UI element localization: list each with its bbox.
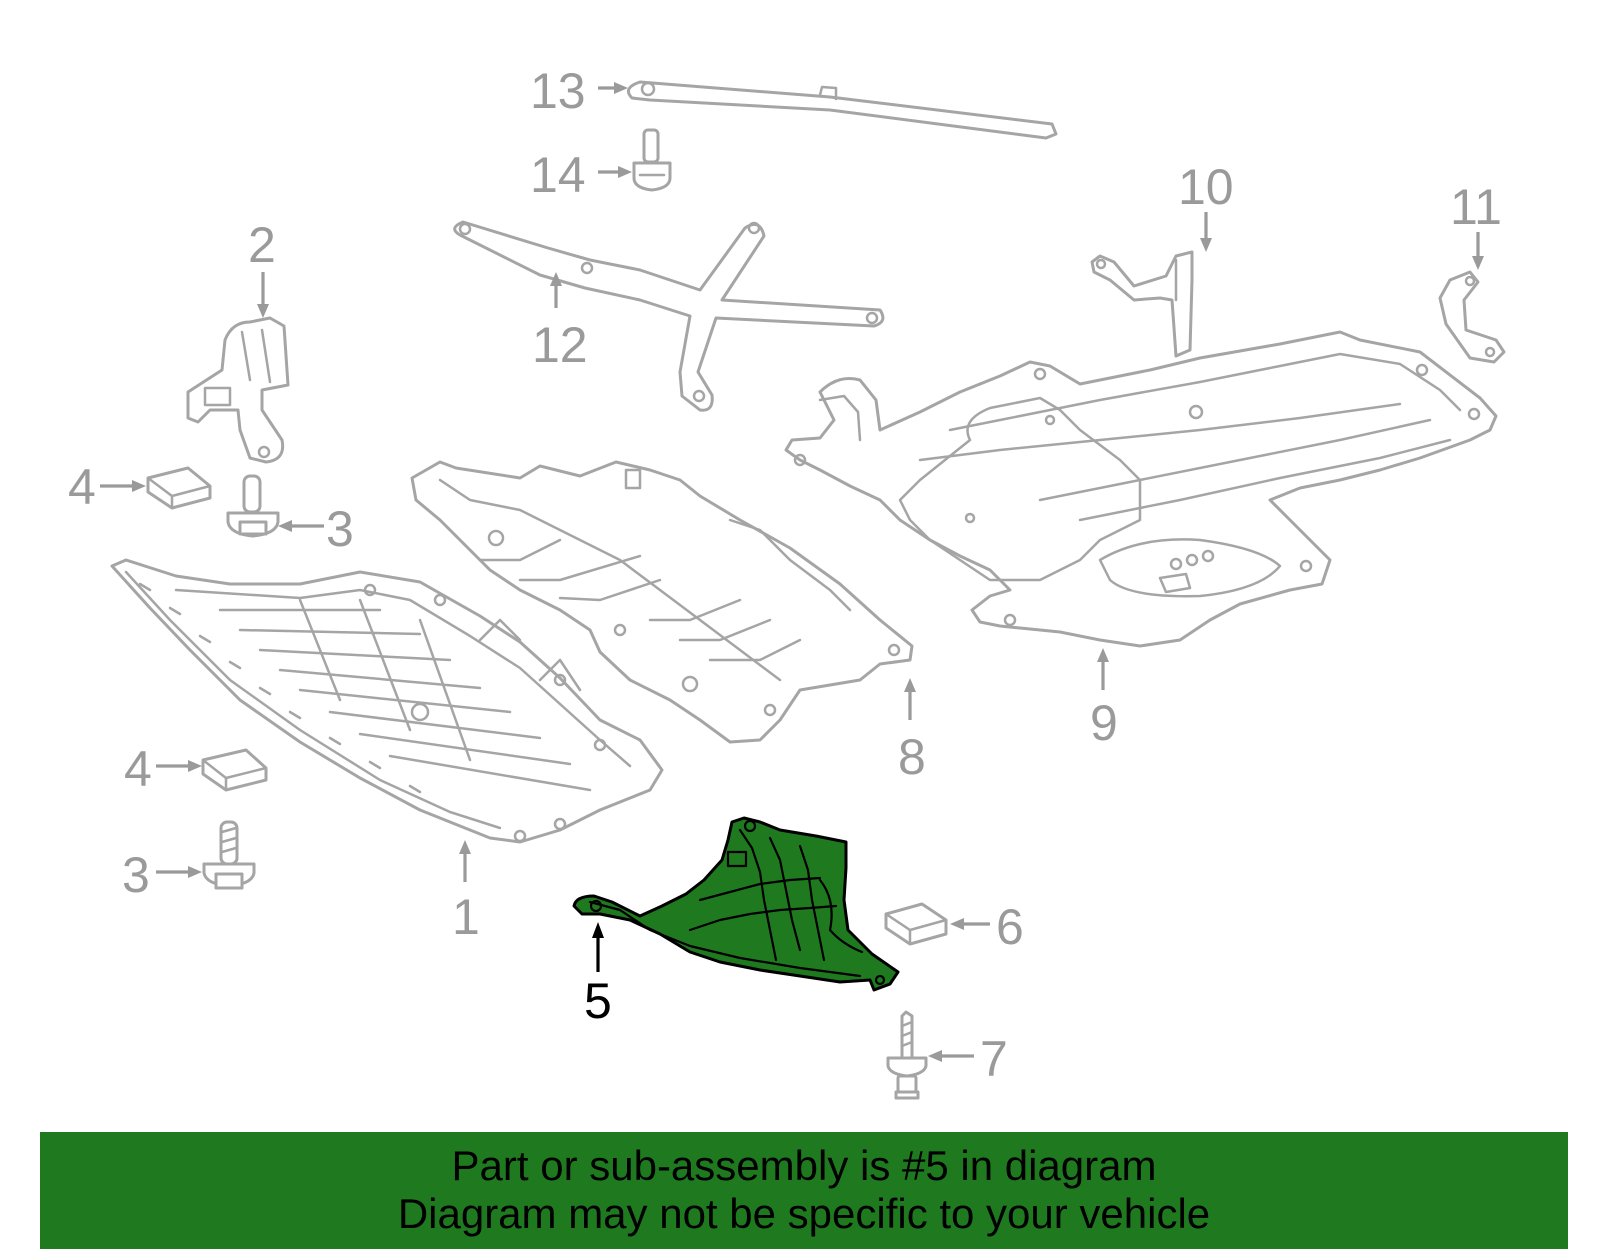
- info-banner: Part or sub-assembly is #5 in diagram Di…: [40, 1132, 1568, 1249]
- callout-3-lower: 3: [122, 847, 150, 903]
- part-6-pad[interactable]: [884, 902, 948, 946]
- banner-line-1: Part or sub-assembly is #5 in diagram: [451, 1142, 1157, 1189]
- banner-line-2: Diagram may not be specific to your vehi…: [397, 1190, 1211, 1237]
- part-1-front-underbody-shield[interactable]: [110, 558, 664, 844]
- callout-14: 14: [530, 147, 586, 203]
- part-5-highlighted-shield[interactable]: [572, 816, 900, 992]
- part-12-cross-brace[interactable]: [453, 220, 885, 412]
- part-10-bracket[interactable]: [1090, 250, 1194, 358]
- part-14-bolt[interactable]: [632, 128, 672, 192]
- callout-4-upper: 4: [68, 459, 96, 515]
- callout-3-upper: 3: [326, 501, 354, 557]
- callout-7: 7: [980, 1031, 1008, 1087]
- part-7-screw[interactable]: [886, 1010, 928, 1100]
- callout-arrows: [100, 82, 1484, 1062]
- part-4-pad-lower[interactable]: [201, 748, 268, 792]
- part-11-bracket[interactable]: [1438, 270, 1506, 364]
- callout-1: 1: [452, 889, 480, 945]
- callout-2: 2: [248, 217, 276, 273]
- part-3-bolt-lower[interactable]: [202, 820, 256, 890]
- callout-9: 9: [1090, 695, 1118, 751]
- callout-12: 12: [532, 317, 588, 373]
- part-2-bracket[interactable]: [186, 316, 290, 464]
- callout-labels: 13 14 2 12 10 11 4 3 4 3 1 8 9 6 7 5: [68, 63, 1502, 1087]
- callout-5: 5: [584, 973, 612, 1029]
- part-8-center-underbody-shield[interactable]: [410, 460, 914, 744]
- part-4-pad-upper[interactable]: [146, 466, 212, 510]
- callout-6: 6: [996, 899, 1024, 955]
- part-9-rear-underbody-shield[interactable]: [784, 330, 1498, 648]
- callout-8: 8: [898, 729, 926, 785]
- callout-10: 10: [1178, 159, 1234, 215]
- callout-13: 13: [530, 63, 586, 119]
- callout-4-lower: 4: [124, 741, 152, 797]
- callout-11: 11: [1450, 179, 1502, 235]
- part-13-strut-bar[interactable]: [626, 80, 1058, 140]
- part-3-bolt-upper[interactable]: [226, 474, 280, 538]
